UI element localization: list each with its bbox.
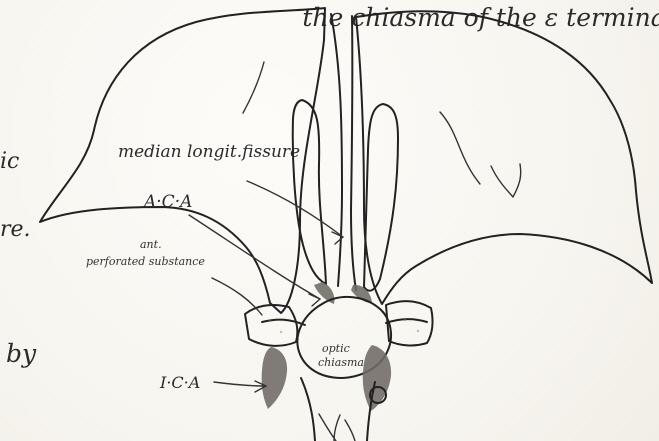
left-fragment-by: by (6, 339, 37, 368)
median-fissure-label: median longit.fissure (118, 142, 300, 162)
aca-label: A·C·A (142, 192, 192, 212)
optic-label: optic (322, 342, 350, 355)
left-fragment-re: re. (0, 217, 31, 242)
perforated-dot (280, 331, 282, 333)
perforated-dot (417, 330, 419, 332)
chiasma-label: chiasma (318, 356, 364, 369)
ant-label: ant. (140, 238, 162, 251)
ica-label: I·C·A (159, 373, 200, 392)
perforated-substance-label: perforated substance (86, 255, 205, 268)
perforated-dot (269, 320, 271, 322)
left-fragment-ic: ic (0, 149, 19, 174)
perforated-dot (404, 319, 406, 321)
